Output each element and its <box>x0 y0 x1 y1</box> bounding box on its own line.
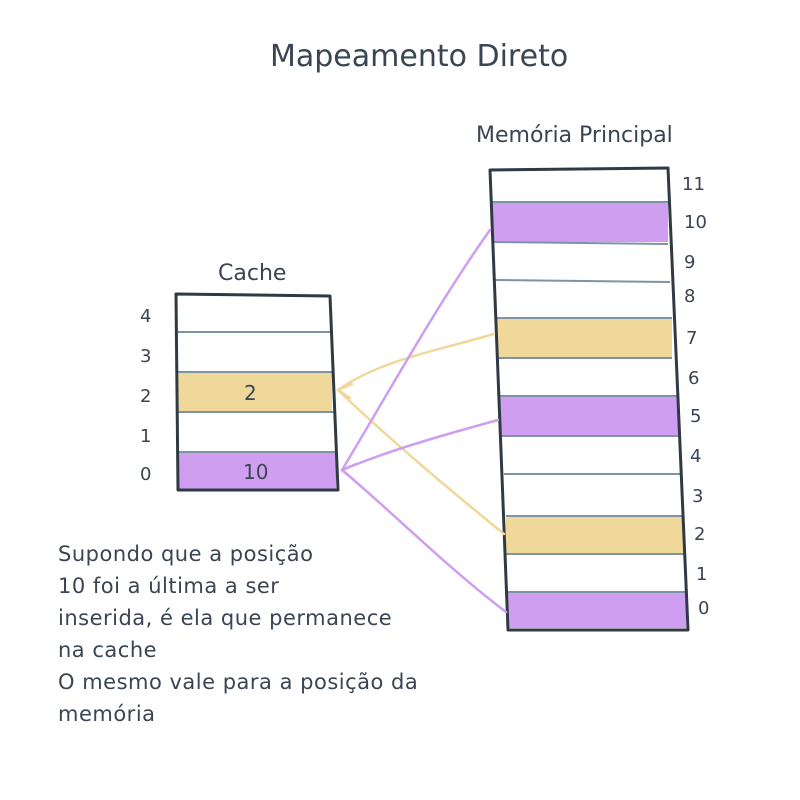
mapping-arrows <box>336 228 508 614</box>
cache-label: Cache <box>218 261 286 286</box>
arrow-mem10-to-cache0 <box>340 228 492 472</box>
memory-cell-7 <box>496 318 672 358</box>
memory-block <box>488 166 690 632</box>
arrow-head-cache0 <box>340 462 358 482</box>
memory-index-11: 11 <box>682 174 705 195</box>
memory-index-6: 6 <box>688 368 699 389</box>
memory-index-9: 9 <box>684 252 695 273</box>
cache-cell-0-value: 10 <box>243 460 268 484</box>
memory-cell-0 <box>508 592 686 628</box>
memory-index-10: 10 <box>684 212 707 233</box>
cache-index-0: 0 <box>140 464 151 485</box>
cache-cell-0 <box>178 452 336 490</box>
memory-cell-2 <box>506 516 684 554</box>
arrow-mem2-to-cache2 <box>336 388 506 536</box>
memory-index-8: 8 <box>684 286 695 307</box>
cache-cell-2 <box>178 372 332 412</box>
memory-label: Memória Principal <box>476 123 673 148</box>
memory-index-7: 7 <box>686 328 697 349</box>
cache-block <box>174 292 340 492</box>
note-line-2: 10 foi a última a ser <box>58 574 280 598</box>
note-line-4: na cache <box>58 638 158 662</box>
memory-index-0: 0 <box>698 598 709 619</box>
page-title: Mapeamento Direto <box>270 39 568 74</box>
arrow-mem5-to-cache0 <box>340 418 500 472</box>
memory-index-5: 5 <box>690 406 701 427</box>
cache-index-3: 3 <box>140 346 151 367</box>
memory-index-3: 3 <box>692 486 703 507</box>
cache-cell-2-value: 2 <box>244 381 257 405</box>
cache-index-4: 4 <box>140 306 151 327</box>
memory-index-2: 2 <box>694 524 705 545</box>
memory-index-1: 1 <box>696 564 707 585</box>
memory-cell-5 <box>500 396 678 436</box>
memory-index-4: 4 <box>690 446 701 467</box>
arrow-mem7-to-cache2 <box>336 332 496 392</box>
cache-index-2: 2 <box>140 386 151 407</box>
note-line-3: inserida, é ela que permanece <box>58 606 393 630</box>
cache-index-1: 1 <box>140 426 151 447</box>
memory-highlights <box>492 202 686 628</box>
memory-dividers <box>491 201 686 593</box>
cache-dividers <box>178 331 336 453</box>
note-line-6: memória <box>58 702 156 726</box>
arrow-mem0-to-cache0 <box>340 468 508 614</box>
arrow-head-cache2 <box>336 382 354 400</box>
memory-cell-10 <box>492 202 668 242</box>
note-line-5: O mesmo vale para a posição da <box>58 670 419 694</box>
note-line-1: Supondo que a posição <box>58 542 314 566</box>
explanation-note: Supondo que a posição 10 foi a última a … <box>58 538 478 730</box>
